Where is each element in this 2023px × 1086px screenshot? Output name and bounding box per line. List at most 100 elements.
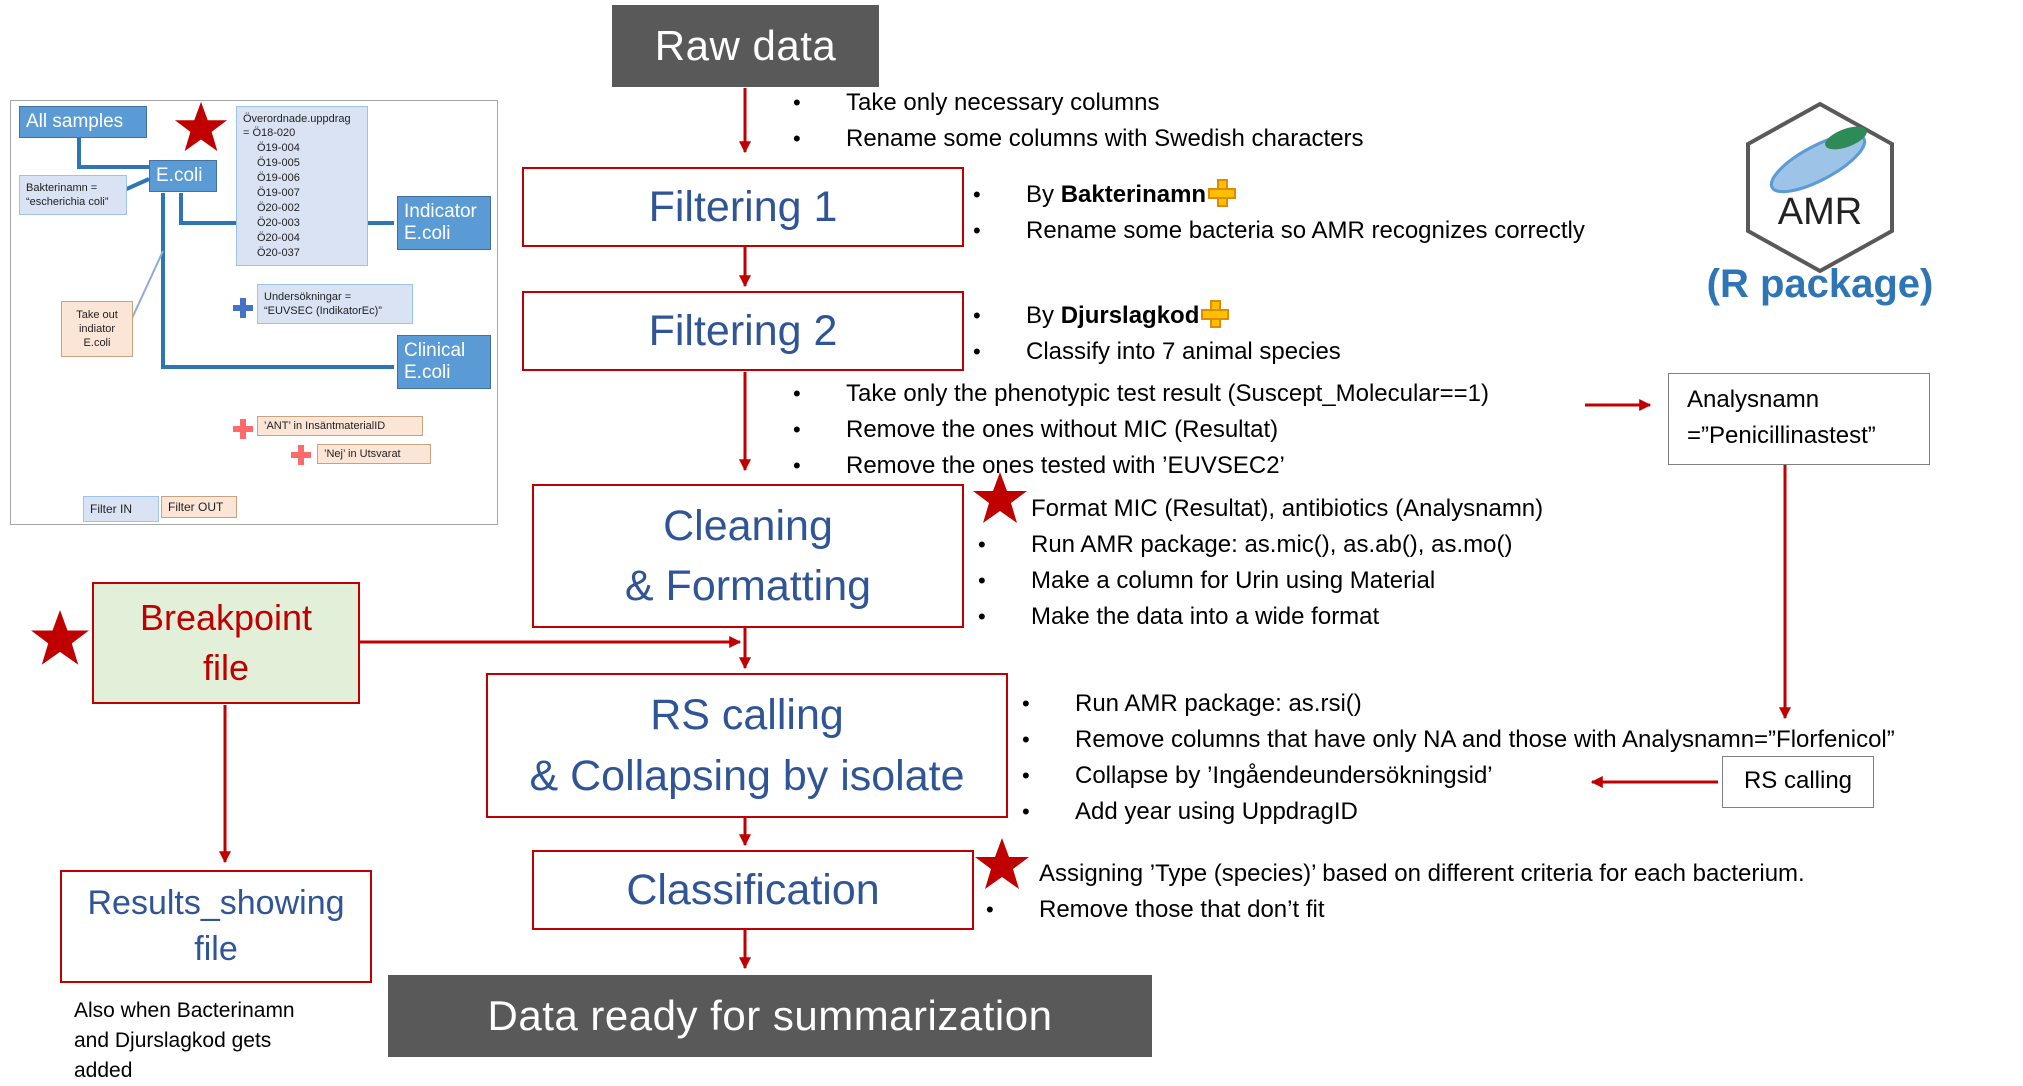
cleaning-box: Cleaning & Formatting bbox=[532, 484, 964, 628]
rs-calling-label-2: & Collapsing by isolate bbox=[529, 751, 965, 800]
thumb-take-out: Take out indiator E.coli bbox=[61, 301, 133, 357]
thumb-line: Take out bbox=[76, 309, 118, 321]
thumb-clinical: Clinical E.coli bbox=[397, 335, 491, 389]
data-ready-label: Data ready for summarization bbox=[487, 992, 1053, 1039]
list-item: Remove columns that have only NA and tho… bbox=[1022, 722, 1895, 758]
bakterinamn-term: Bakterinamn bbox=[1060, 181, 1207, 208]
amr-logo-text: AMR bbox=[1778, 191, 1862, 233]
thumb-line: Undersökningar = bbox=[264, 291, 352, 303]
thumb-line: Ö19-005 bbox=[257, 157, 300, 169]
breakpoint-box: Breakpoint file bbox=[92, 582, 360, 704]
thumb-line: Ö19-004 bbox=[257, 142, 300, 154]
thumb-nej: ’Nej’ in Utsvarat bbox=[317, 444, 431, 464]
cleaning-label-2: & Formatting bbox=[624, 562, 872, 610]
list-item: Run AMR package: as.rsi() bbox=[1022, 686, 1895, 722]
list-item: Take only the phenotypic test result (Su… bbox=[793, 376, 1489, 412]
thumb-line: Clinical bbox=[404, 340, 466, 361]
thumb-line: Ö20-004 bbox=[257, 232, 300, 244]
thumb-line: indiator bbox=[78, 323, 116, 335]
list-item: Rename some columns with Swedish charact… bbox=[793, 121, 1364, 157]
thumb-line: E.coli bbox=[404, 362, 451, 383]
thumb-plus-icon bbox=[233, 298, 253, 318]
rs-bullets: Run AMR package: as.rsi() Remove columns… bbox=[1022, 686, 1895, 830]
filter-overview-thumbnail: All samples E.coli Bakterinamn = “escher… bbox=[10, 100, 498, 525]
note-line: added bbox=[74, 1059, 133, 1082]
amr-logo-icon: AMR bbox=[1746, 101, 1894, 274]
thumb-line: Ö19-007 bbox=[257, 187, 300, 199]
breakpoint-label-1: Breakpoint bbox=[139, 596, 313, 638]
list-item: Classify into 7 animal species bbox=[973, 334, 1341, 370]
list-item: Make the data into a wide format bbox=[978, 599, 1543, 635]
thumb-line: Indicator bbox=[404, 201, 477, 222]
thumb-indicator: Indicator E.coli bbox=[397, 196, 491, 250]
thumb-line: “EUVSEC (IndikatorEc)” bbox=[264, 305, 382, 317]
filtering2b-bullets: Take only the phenotypic test result (Su… bbox=[793, 376, 1489, 484]
filtering2-box: Filtering 2 bbox=[522, 291, 964, 371]
list-item: Remove the ones without MIC (Resultat) bbox=[793, 412, 1489, 448]
plus-icon bbox=[1201, 300, 1230, 328]
filtering1-bullets: By Bakterinamn Rename some bacteria so A… bbox=[973, 177, 1585, 249]
star-icon bbox=[975, 838, 1029, 889]
star-icon bbox=[31, 610, 89, 665]
analysnamn-line-1: Analysnamn bbox=[1687, 386, 1820, 413]
thumb-plus-icon bbox=[291, 445, 311, 465]
data-ready-box: Data ready for summarization bbox=[388, 975, 1152, 1057]
list-item: Add year using UppdragID bbox=[1022, 794, 1895, 830]
raw-data-label: Raw data bbox=[654, 22, 837, 69]
thumb-line: “escherichia coli” bbox=[26, 196, 109, 208]
list-item: Remove those that don’t fit bbox=[986, 892, 1805, 928]
results-label-2: file bbox=[194, 929, 238, 968]
list-item: Make a column for Urin using Material bbox=[978, 563, 1543, 599]
filtering2-bullets: By Djurslagkod Classify into 7 animal sp… bbox=[973, 298, 1341, 370]
by-prefix: By bbox=[1026, 302, 1061, 329]
filtering1-box: Filtering 1 bbox=[522, 167, 964, 247]
list-item: By Djurslagkod bbox=[973, 298, 1341, 334]
classification-bullets: Assigning ’Type (species)’ based on diff… bbox=[986, 856, 1805, 928]
thumb-all-samples: All samples bbox=[19, 106, 147, 138]
list-item: Assigning ’Type (species)’ based on diff… bbox=[1039, 860, 1805, 887]
thumb-filter-out: Filter OUT bbox=[161, 496, 237, 518]
rs-calling-box: RS calling & Collapsing by isolate bbox=[486, 673, 1008, 818]
note-line: and Djurslagkod gets bbox=[74, 1029, 272, 1052]
analysnamn-box: Analysnamn =”Penicillinastest” bbox=[1668, 373, 1930, 465]
thumb-line: Ö20-003 bbox=[257, 217, 300, 229]
list-item: Take only necessary columns bbox=[793, 85, 1364, 121]
plus-icon bbox=[1208, 179, 1237, 207]
results-note: Also when Bacterinamn and Djurslagkod ge… bbox=[74, 996, 295, 1086]
results-label-1: Results_showing bbox=[87, 883, 345, 922]
list-item: Collapse by ’Ingåendeundersökningsid’ bbox=[1022, 758, 1895, 794]
rs-calling-label-1: RS calling bbox=[650, 691, 844, 740]
classification-box: Classification bbox=[532, 850, 974, 930]
thumb-overordnade: Överordnade.uppdrag = Ö18-020 Ö19-004 Ö1… bbox=[236, 106, 368, 266]
classification-label: Classification bbox=[626, 865, 880, 914]
cleaning-bullets: Format MIC (Resultat), antibiotics (Anal… bbox=[978, 491, 1543, 635]
list-item: Rename some bacteria so AMR recognizes c… bbox=[973, 213, 1585, 249]
djurslagkod-term: Djurslagkod bbox=[1060, 302, 1200, 329]
raw-data-box: Raw data bbox=[612, 5, 879, 87]
thumb-line: E.coli bbox=[404, 223, 451, 244]
list-item: By Bakterinamn bbox=[973, 177, 1585, 213]
results-box: Results_showing file bbox=[60, 870, 372, 983]
thumb-line: Bakterinamn = bbox=[26, 182, 98, 194]
raw-bullets: Take only necessary columns Rename some … bbox=[793, 85, 1364, 157]
thumb-line: = Ö18-020 bbox=[243, 127, 296, 139]
star-icon bbox=[973, 472, 1027, 523]
star-icon bbox=[174, 101, 228, 152]
thumb-ant: ’ANT’ in InsäntmaterialID bbox=[257, 416, 423, 436]
thumb-filter-in: Filter IN bbox=[83, 496, 159, 522]
thumb-line: Ö19-006 bbox=[257, 172, 300, 184]
thumb-bakterinamn: Bakterinamn = “escherichia coli” bbox=[19, 175, 127, 215]
list-item: Remove the ones tested with ’EUVSEC2’ bbox=[793, 448, 1489, 484]
thumb-line: Överordnade.uppdrag bbox=[243, 113, 351, 125]
breakpoint-label-2: file bbox=[202, 647, 250, 688]
list-item: Format MIC (Resultat), antibiotics (Anal… bbox=[1031, 495, 1544, 522]
thumb-line: Ö20-037 bbox=[257, 247, 300, 259]
thumb-line: E.coli bbox=[83, 337, 111, 349]
r-package-caption: (R package) bbox=[1706, 262, 1934, 306]
thumb-line: Ö20-002 bbox=[257, 202, 300, 214]
list-item: Run AMR package: as.mic(), as.ab(), as.m… bbox=[978, 527, 1543, 563]
by-prefix: By bbox=[1026, 181, 1061, 208]
cleaning-label-1: Cleaning bbox=[663, 501, 833, 550]
note-line: Also when Bacterinamn bbox=[74, 999, 295, 1022]
